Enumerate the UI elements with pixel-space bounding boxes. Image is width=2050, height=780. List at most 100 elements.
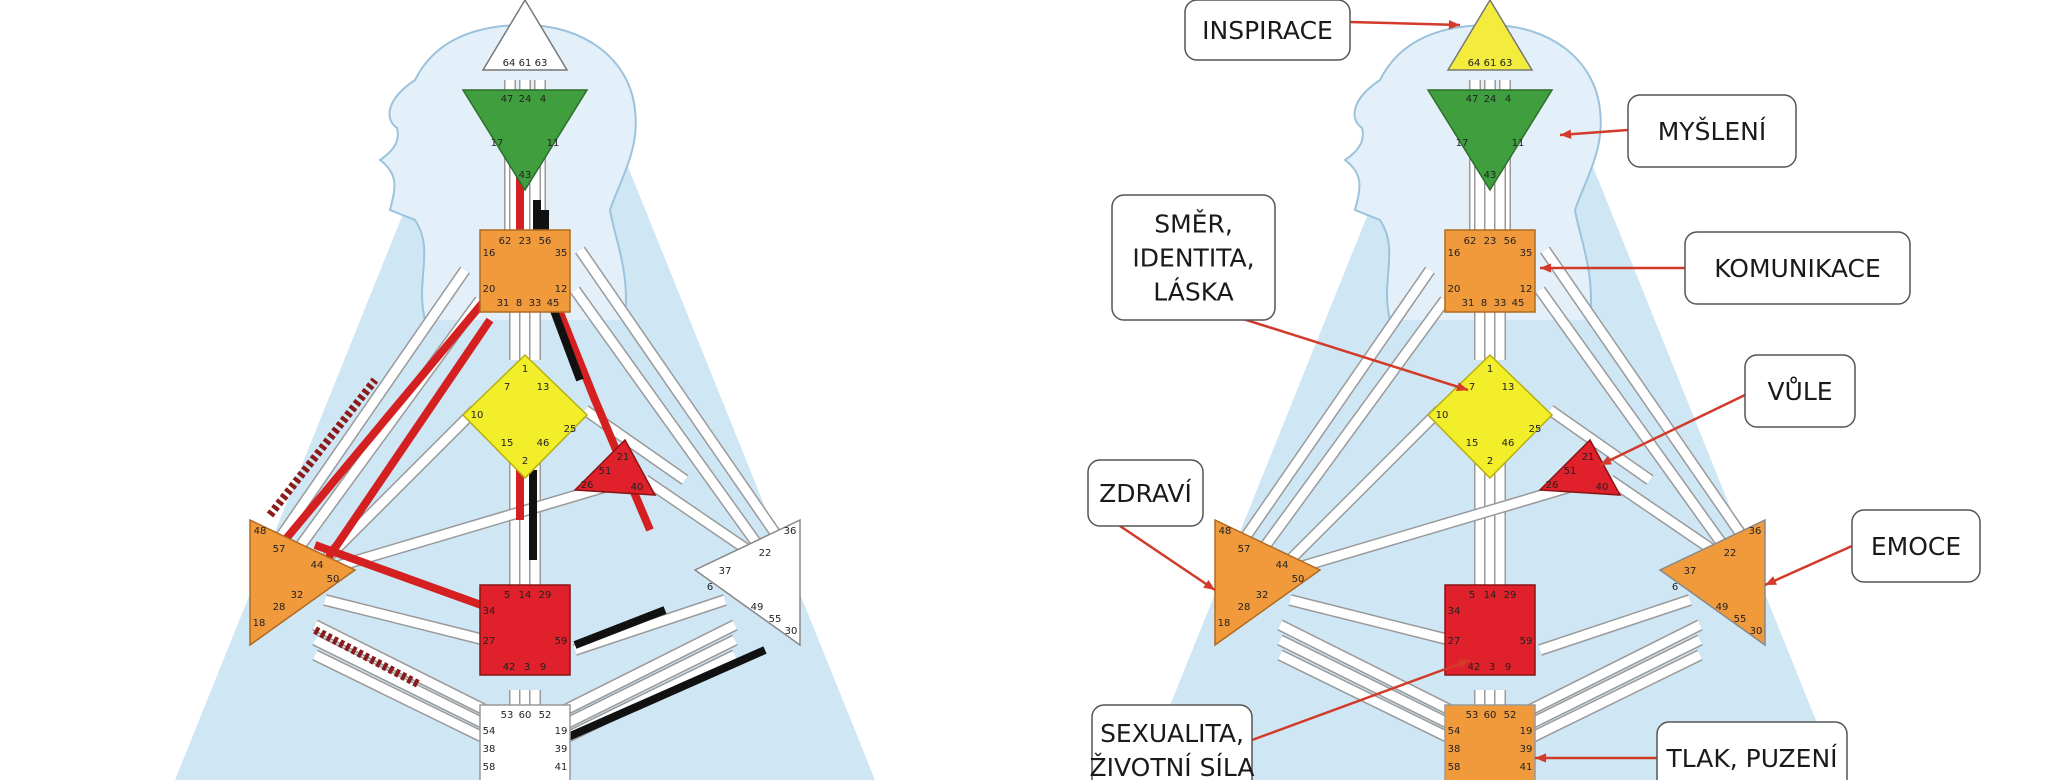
right-channel-ego-solar xyxy=(1607,476,1723,559)
right-channel-root-solar-1 xyxy=(1508,635,1702,739)
right-gate-14: 14 xyxy=(1484,590,1497,601)
right-ajna-center xyxy=(1426,89,1554,192)
label-inspirace: INSPIRACE xyxy=(1184,0,1461,61)
right-gate-17: 17 xyxy=(1456,138,1469,149)
right-gate-36: 36 xyxy=(1749,526,1762,537)
right-channel-sacral-solar xyxy=(1538,595,1692,655)
right-gate-2: 2 xyxy=(1487,456,1493,467)
left-gate-30: 30 xyxy=(785,626,798,637)
left-g-center xyxy=(461,353,589,480)
right-gate-59: 59 xyxy=(1520,636,1533,647)
left-channel-throat-solar-2 xyxy=(571,287,769,558)
label-tlak-arrowhead xyxy=(1535,753,1547,763)
left-gate-8: 8 xyxy=(516,298,522,309)
right-gate-4: 4 xyxy=(1505,94,1511,105)
left-gate-7: 7 xyxy=(504,382,510,393)
left-defined-channels xyxy=(266,160,767,749)
label-mysleni-text-0: MYŠLENÍ xyxy=(1658,116,1767,146)
left-channel-sacral-solar xyxy=(573,595,727,655)
left-defined-spleen-sacral xyxy=(313,541,497,614)
right-gate-23: 23 xyxy=(1484,236,1497,247)
label-tlak-text-0: TLAK, PUZENÍ xyxy=(1665,744,1837,773)
right-gate-9: 9 xyxy=(1505,662,1511,673)
right-gate-20: 20 xyxy=(1448,284,1461,295)
left-gate-51: 51 xyxy=(599,466,612,477)
left-head-center xyxy=(481,0,569,71)
left-defined-throat-spleen xyxy=(281,297,489,543)
label-smer: SMĚR,IDENTITA,LÁSKA xyxy=(1111,194,1469,392)
left-gate-33: 33 xyxy=(529,298,542,309)
left-channel-root-spleen-0 xyxy=(312,620,508,725)
label-smer-arrow-line xyxy=(1239,316,1469,392)
right-gate-44: 44 xyxy=(1276,560,1289,571)
right-channel-root-spleen-1 xyxy=(1278,635,1472,739)
left-gate-42: 42 xyxy=(503,662,516,673)
label-tlak-box xyxy=(1656,721,1848,780)
left-gate-14: 14 xyxy=(519,590,532,601)
right-gate-51: 51 xyxy=(1564,466,1577,477)
left-gate-38: 38 xyxy=(483,744,496,755)
right-gate-61: 61 xyxy=(1484,58,1497,69)
left-gate-15: 15 xyxy=(501,438,514,449)
left-gate-57: 57 xyxy=(273,544,286,555)
left-throat-center xyxy=(479,229,571,313)
right-channel-spleen-sacral xyxy=(1288,595,1452,645)
left-gate-4: 4 xyxy=(540,94,546,105)
right-gate-49: 49 xyxy=(1716,602,1729,613)
right-gate-34: 34 xyxy=(1448,606,1461,617)
left-gate-60: 60 xyxy=(519,710,532,721)
left-gate-63: 63 xyxy=(535,58,548,69)
right-gate-45: 45 xyxy=(1512,298,1525,309)
right-solar-center xyxy=(1658,518,1766,647)
right-gate-15: 15 xyxy=(1466,438,1479,449)
left-channel-spleen-sacral xyxy=(323,595,487,645)
left-gate-47: 47 xyxy=(501,94,514,105)
label-sexualita-text-1: ŽIVOTNÍ SÍLA xyxy=(1090,753,1255,780)
left-gate-40: 40 xyxy=(631,482,644,493)
left-gate-62: 62 xyxy=(499,236,512,247)
right-gate-33: 33 xyxy=(1494,298,1507,309)
left-gate-46: 46 xyxy=(537,438,550,449)
label-vule-arrowhead xyxy=(1600,455,1612,465)
left-gate-13: 13 xyxy=(537,382,550,393)
label-mysleni-arrow-line xyxy=(1559,128,1629,137)
right-gate-55: 55 xyxy=(1734,614,1747,625)
left-gate-26: 26 xyxy=(581,480,594,491)
right-head-center xyxy=(1446,0,1534,71)
right-gate-1: 1 xyxy=(1487,364,1493,375)
left-spleen-center xyxy=(249,518,357,647)
label-smer-arrowhead xyxy=(1456,382,1468,392)
left-sacral-center xyxy=(479,584,571,676)
label-vule-arrow-line xyxy=(1599,393,1746,467)
right-gate-11: 11 xyxy=(1512,138,1525,149)
left-channel-ego-solar xyxy=(642,476,758,559)
left-gate-39: 39 xyxy=(555,744,568,755)
right-gate-29: 29 xyxy=(1504,590,1517,601)
label-zdravi-text-0: ZDRAVÍ xyxy=(1099,479,1192,508)
right-gate-13: 13 xyxy=(1502,382,1515,393)
right-gate-54: 54 xyxy=(1448,726,1461,737)
label-zdravi: ZDRAVÍ xyxy=(1087,459,1216,592)
right-gate-64: 64 xyxy=(1468,58,1481,69)
left-gate-53: 53 xyxy=(501,710,514,721)
right-throat-center xyxy=(1444,229,1536,313)
right-gate-30: 30 xyxy=(1750,626,1763,637)
label-sexualita-arrowhead xyxy=(1458,659,1470,669)
left-gate-56: 56 xyxy=(539,236,552,247)
right-channel-throat-solar xyxy=(1541,247,1749,543)
left-gate-25: 25 xyxy=(564,424,577,435)
right-gate-24: 24 xyxy=(1484,94,1497,105)
right-gate-35: 35 xyxy=(1520,248,1533,259)
right-gate-56: 56 xyxy=(1504,236,1517,247)
left-gate-28: 28 xyxy=(273,602,286,613)
label-sexualita-text-0: SEXUALITA, xyxy=(1100,719,1244,748)
left-gate-19: 19 xyxy=(555,726,568,737)
right-gate-16: 16 xyxy=(1448,248,1461,259)
left-defined-sacral-solar xyxy=(573,606,667,649)
left-gate-6: 6 xyxy=(707,582,713,593)
right-gate-18: 18 xyxy=(1218,618,1231,629)
left-gate-43: 43 xyxy=(519,170,532,181)
